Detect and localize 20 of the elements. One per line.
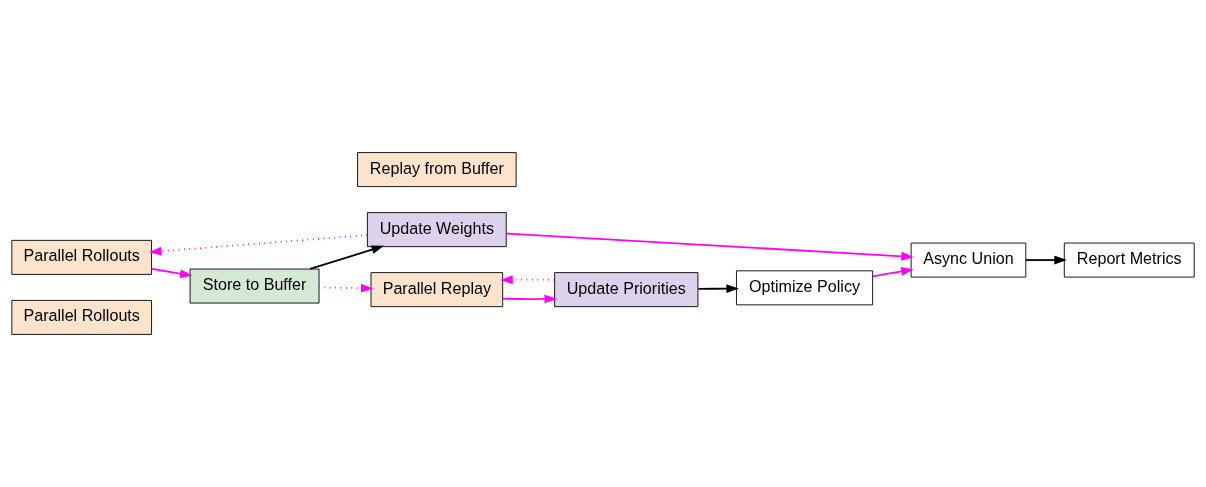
node-box: Parallel Rollouts [11,239,152,275]
node-box: Update Priorities [554,272,699,308]
node-box: Update Weights [366,212,507,248]
node-box: Replay from Buffer [357,152,517,188]
arrow [697,284,739,294]
arrow [148,234,369,256]
node-box: Report Metrics [1063,242,1195,278]
arrow [500,275,556,285]
arrow [501,294,558,304]
node-box: Parallel Replay [370,272,504,308]
node-box: Parallel Rollouts [11,299,152,335]
arrow [150,268,193,279]
arrow [1024,255,1067,265]
node-box: Async Union [910,242,1027,278]
arrow [309,245,385,270]
arrow [871,267,914,278]
node-box: Optimize Policy [736,270,874,306]
node-box: Store to Buffer [189,268,320,304]
arrow [505,232,914,261]
arrow [318,283,374,293]
